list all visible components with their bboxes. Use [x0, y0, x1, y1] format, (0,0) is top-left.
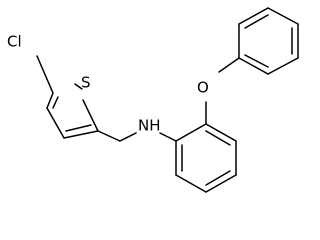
bond [36, 55, 54, 94]
double-bond-line [205, 170, 231, 186]
bond [119, 132, 137, 142]
amine-linkage [97, 130, 177, 142]
bond [74, 83, 83, 90]
bond [175, 123, 207, 142]
ether-oxygen-label: O [197, 79, 209, 97]
bond [175, 174, 207, 193]
double-bond-line [52, 96, 59, 109]
sulfur-label: S [81, 74, 91, 92]
bond [218, 57, 240, 73]
bond [267, 7, 299, 25]
bond [63, 130, 99, 139]
phenoxy-ring [238, 7, 299, 75]
double-bond-line [244, 54, 269, 68]
molecule-drawing: O NH S Cl [7, 7, 299, 193]
bond [46, 92, 54, 109]
chlorine-label: Cl [7, 33, 22, 51]
bond [82, 99, 99, 132]
aniline-ring [175, 123, 237, 193]
amine-label: NH [138, 117, 161, 135]
thiophene-ring [46, 83, 99, 139]
double-bond-line [205, 130, 231, 146]
bond [159, 132, 177, 142]
bond [205, 123, 237, 142]
double-bond-line [65, 124, 92, 132]
bond [238, 7, 269, 25]
structure-diagram: O NH S Cl [7, 7, 299, 193]
bond [205, 174, 237, 193]
bond [46, 107, 65, 139]
bond [238, 57, 269, 75]
ether-linkage [205, 57, 240, 125]
bond [267, 57, 299, 75]
bond [97, 130, 121, 142]
double-bond-line [244, 14, 269, 29]
